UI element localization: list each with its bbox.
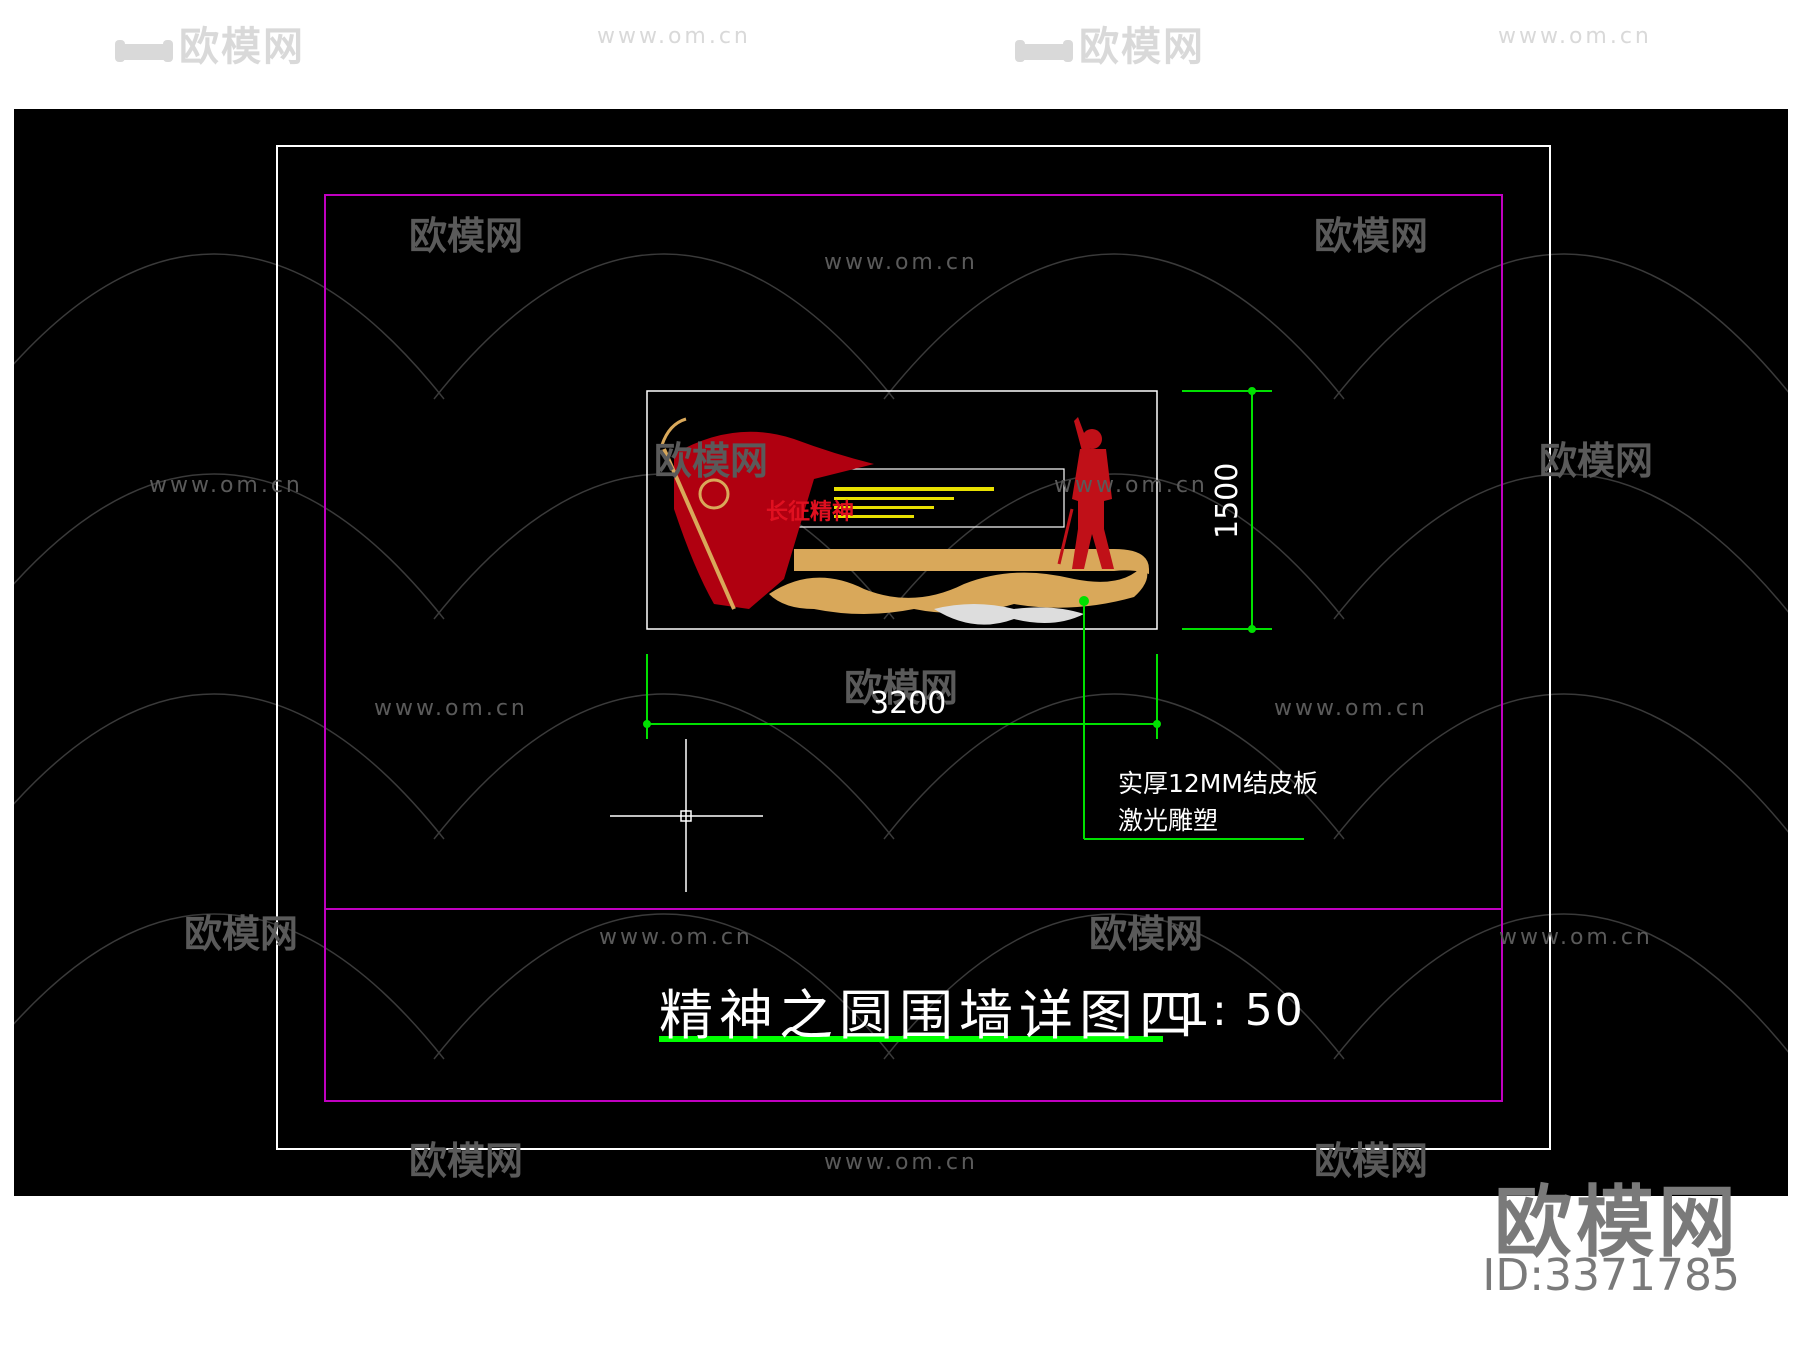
canvas-watermarks: 欧模网 www.om.cn 欧模网 www.om.cn 欧模网 www.om.c… <box>149 214 1653 1183</box>
watermark-logo: 欧模网 <box>1314 214 1428 258</box>
watermark-logo: 欧模网 <box>409 1139 523 1183</box>
watermark-logo: 欧模网 <box>409 214 523 258</box>
brand-id: ID:3371785 <box>1482 1250 1740 1301</box>
height-dimension <box>1182 387 1272 633</box>
magenta-border <box>324 194 1503 1102</box>
watermark-arcs <box>14 253 1788 1060</box>
width-dimension <box>643 654 1161 739</box>
watermark-logo-top-left: 欧模网 <box>115 14 305 72</box>
watermark-logo: 欧模网 <box>1314 1139 1428 1183</box>
sofa-icon <box>115 32 173 66</box>
drawing-scale: 1: 50 <box>1182 985 1305 1036</box>
crosshair-cursor-icon <box>610 739 763 892</box>
note-leader <box>1079 596 1304 840</box>
watermark-logo: 欧模网 <box>184 912 298 956</box>
cad-drawing-canvas[interactable]: 长征精神 <box>14 109 1788 1196</box>
sign-outline-box <box>646 390 1158 630</box>
watermark-url-top: www.om.cn <box>597 24 751 49</box>
watermark-url: www.om.cn <box>824 250 978 275</box>
watermark-url-top-right: www.om.cn <box>1498 24 1652 49</box>
watermark-logo: 欧模网 <box>654 439 768 483</box>
sofa-icon <box>1015 32 1073 66</box>
width-dimension-label: 3200 <box>870 686 947 721</box>
material-note-line2: 激光雕塑 <box>1118 806 1219 835</box>
sign-text: 长征精神 <box>766 499 854 525</box>
watermark-url: www.om.cn <box>824 1150 978 1175</box>
watermark-url: www.om.cn <box>1274 696 1428 721</box>
cad-drawing-svg: 长征精神 <box>14 145 1788 1183</box>
sign-artwork: 长征精神 <box>660 417 1149 625</box>
watermark-url: www.om.cn <box>149 473 303 498</box>
watermark-url: www.om.cn <box>1054 473 1208 498</box>
brand-logo-text: 欧模网 <box>1493 1178 1740 1268</box>
watermark-logo: 欧模网 <box>1539 439 1653 483</box>
soldier-figure <box>1057 417 1114 569</box>
title-underline <box>659 1036 1163 1042</box>
material-note-line1: 实厚12MM结皮板 <box>1118 769 1318 798</box>
watermark-logo-top-right: 欧模网 <box>1015 14 1205 72</box>
height-dimension-label: 1500 <box>1210 462 1245 539</box>
watermark-url: www.om.cn <box>374 696 528 721</box>
watermark-url: www.om.cn <box>1499 925 1653 950</box>
drawing-title: 精神之圆围墙详图四 <box>659 984 1199 1047</box>
watermark-logo: 欧模网 <box>1089 912 1203 956</box>
outer-frame <box>276 145 1551 1150</box>
watermark-logo: 欧模网 <box>844 666 958 710</box>
watermark-url: www.om.cn <box>599 925 753 950</box>
